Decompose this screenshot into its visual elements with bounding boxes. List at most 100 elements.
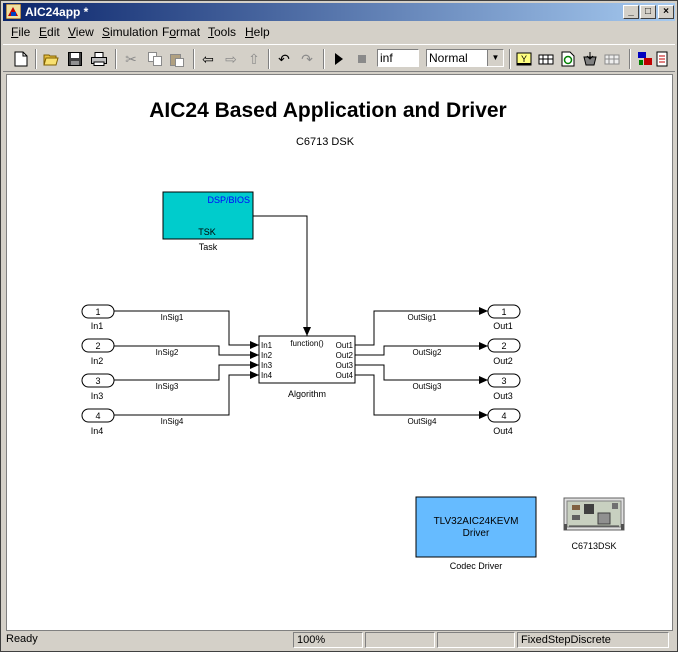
signal-label: OutSig2 bbox=[413, 348, 442, 357]
signal-line bbox=[355, 342, 488, 356]
signal-line bbox=[114, 361, 259, 381]
outport-name: Out4 bbox=[493, 426, 513, 436]
redo-icon[interactable]: ↷ bbox=[301, 50, 313, 67]
cut-icon[interactable]: ✂ bbox=[125, 50, 137, 67]
minimize-button[interactable]: _ bbox=[623, 5, 639, 19]
close-button[interactable]: × bbox=[658, 5, 674, 19]
algorithm-out-port: Out3 bbox=[336, 361, 354, 370]
codec-block-line2: Driver bbox=[463, 528, 490, 539]
algorithm-block[interactable]: function() In1 In2 In3 In4 Out1 Out2 Out… bbox=[258, 335, 356, 384]
signal-line bbox=[114, 345, 259, 359]
inport-block[interactable]: 1 bbox=[81, 304, 115, 319]
solver-name: FixedStepDiscrete bbox=[517, 632, 669, 648]
signal-line bbox=[114, 310, 259, 349]
status-panel-empty bbox=[437, 632, 515, 648]
library-browser-icon[interactable] bbox=[635, 49, 655, 69]
algorithm-out-port: Out4 bbox=[336, 371, 354, 380]
maximize-button[interactable]: □ bbox=[640, 5, 656, 19]
build-icon[interactable] bbox=[536, 49, 556, 69]
algorithm-trigger-port: function() bbox=[290, 339, 324, 348]
save-icon[interactable] bbox=[65, 49, 85, 69]
block-diagram: AIC24 Based Application and Driver C6713… bbox=[81, 99, 625, 571]
outport-block[interactable]: 2 bbox=[487, 338, 521, 353]
inport-name: In2 bbox=[91, 356, 104, 366]
signal-label: InSig4 bbox=[161, 417, 184, 426]
menu-bar: File Edit View Simulation Format Tools H… bbox=[3, 22, 675, 42]
open-folder-icon[interactable] bbox=[41, 49, 61, 69]
outport-block[interactable]: 1 bbox=[487, 304, 521, 319]
outport-name: Out1 bbox=[493, 321, 513, 331]
new-model-icon[interactable] bbox=[11, 49, 31, 69]
outport-block[interactable]: 3 bbox=[487, 373, 521, 388]
build-subsystem-icon[interactable] bbox=[602, 49, 622, 69]
start-simulation-icon[interactable] bbox=[329, 49, 349, 69]
task-trigger-line bbox=[253, 215, 311, 336]
model-advisor-icon[interactable]: Y bbox=[514, 49, 534, 69]
signal-label: OutSig1 bbox=[408, 313, 437, 322]
menu-tools[interactable]: Tools bbox=[208, 25, 237, 39]
svg-text:2: 2 bbox=[501, 341, 506, 351]
algorithm-block-name: Algorithm bbox=[288, 389, 326, 399]
print-icon[interactable] bbox=[89, 49, 109, 69]
outport-block[interactable]: 4 bbox=[487, 408, 521, 423]
outport-name: Out3 bbox=[493, 391, 513, 401]
task-tsk-label: TSK bbox=[198, 227, 216, 237]
back-arrow-icon[interactable]: ⇦ bbox=[202, 50, 214, 67]
forward-arrow-icon[interactable]: ⇨ bbox=[225, 50, 237, 67]
svg-text:2: 2 bbox=[95, 341, 100, 351]
svg-text:3: 3 bbox=[95, 376, 100, 386]
svg-text:1: 1 bbox=[95, 307, 100, 317]
codec-block-line1: TLV32AIC24KEVM bbox=[434, 516, 519, 527]
update-diagram-icon[interactable] bbox=[558, 49, 578, 69]
task-bios-label: DSP/BIOS bbox=[207, 195, 250, 205]
codec-driver-block[interactable]: TLV32AIC24KEVM Driver bbox=[415, 496, 537, 558]
model-explorer-icon[interactable] bbox=[655, 49, 669, 69]
up-arrow-icon[interactable]: ⇧ bbox=[248, 50, 260, 67]
simulation-mode-select[interactable]: Normal ▼ bbox=[426, 49, 504, 67]
inport-block[interactable]: 3 bbox=[81, 373, 115, 388]
paste-icon[interactable] bbox=[167, 49, 187, 69]
title-bar[interactable]: AIC24app * _ □ × bbox=[3, 3, 675, 21]
menu-edit[interactable]: Edit bbox=[39, 25, 60, 39]
incremental-build-icon[interactable] bbox=[580, 49, 600, 69]
menu-file[interactable]: File bbox=[11, 25, 31, 39]
c6713dsk-board-icon[interactable] bbox=[563, 497, 625, 531]
outport-name: Out2 bbox=[493, 356, 513, 366]
svg-text:1: 1 bbox=[501, 307, 506, 317]
svg-text:4: 4 bbox=[95, 411, 100, 421]
algorithm-in-port: In4 bbox=[261, 371, 273, 380]
inport-name: In3 bbox=[91, 391, 104, 401]
model-title: AIC24 Based Application and Driver bbox=[149, 99, 506, 122]
inport-block[interactable]: 2 bbox=[81, 338, 115, 353]
algorithm-in-port: In1 bbox=[261, 341, 273, 350]
model-subtitle: C6713 DSK bbox=[296, 136, 355, 148]
task-block-name: Task bbox=[199, 242, 218, 252]
chevron-down-icon: ▼ bbox=[487, 50, 503, 66]
undo-icon[interactable]: ↶ bbox=[278, 50, 290, 67]
menu-view[interactable]: View bbox=[68, 25, 94, 39]
signal-label: InSig1 bbox=[161, 313, 184, 322]
inport-name: In4 bbox=[91, 426, 104, 436]
signal-label: OutSig3 bbox=[413, 382, 442, 391]
copy-icon[interactable] bbox=[145, 49, 165, 69]
signal-line bbox=[114, 371, 259, 416]
menu-help[interactable]: Help bbox=[245, 25, 270, 39]
signal-label: InSig2 bbox=[156, 348, 179, 357]
algorithm-out-port: Out2 bbox=[336, 351, 354, 360]
svg-text:Y: Y bbox=[521, 54, 527, 64]
menu-simulation[interactable]: Simulation bbox=[102, 25, 159, 39]
menu-format[interactable]: Format bbox=[162, 25, 201, 39]
task-block[interactable]: DSP/BIOS TSK bbox=[162, 191, 254, 240]
stop-time-input[interactable]: inf bbox=[377, 49, 419, 67]
model-canvas[interactable]: AIC24 Based Application and Driver C6713… bbox=[6, 74, 673, 631]
simulation-mode-value: Normal bbox=[429, 51, 468, 65]
status-bar: Ready 100% FixedStepDiscrete bbox=[3, 632, 675, 649]
board-block-name: C6713DSK bbox=[571, 541, 616, 551]
codec-block-name: Codec Driver bbox=[450, 561, 503, 571]
signal-label: OutSig4 bbox=[408, 417, 437, 426]
stop-simulation-icon[interactable] bbox=[352, 49, 372, 69]
inport-block[interactable]: 4 bbox=[81, 408, 115, 423]
status-panel-empty bbox=[365, 632, 435, 648]
simulink-app-icon bbox=[6, 4, 21, 19]
